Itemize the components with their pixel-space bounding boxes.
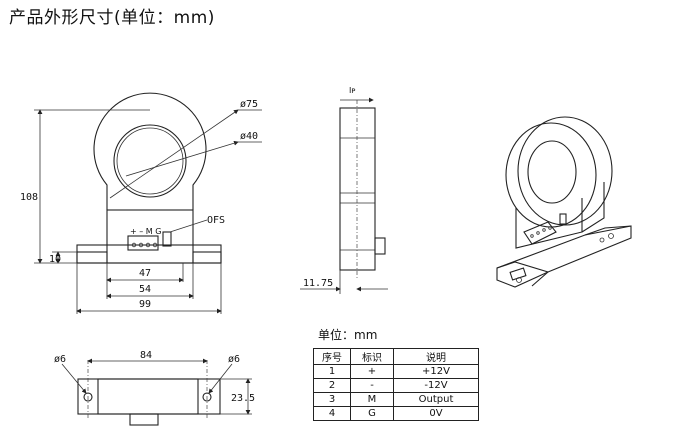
iso-ring-back (517, 116, 613, 226)
table-row: 4 G 0V (313, 406, 479, 421)
pin-table: 序号 标识 说明 1 + +12V 2 - -12V 3 M Output (313, 348, 479, 421)
iso-hole-c (599, 237, 605, 243)
bottom-base (77, 378, 221, 415)
iso-pin-1 (530, 234, 534, 238)
front-mount-right (192, 251, 222, 264)
iso-body-lower (515, 182, 605, 249)
inner-dia-leader (125, 140, 239, 177)
pin-mark: - (350, 378, 394, 393)
iso-trimmer (559, 213, 567, 225)
iso-mount-right (584, 225, 632, 236)
col-mark-header: 标识 (350, 348, 394, 365)
pin-desc: -12V (393, 378, 479, 393)
side-body (339, 107, 376, 271)
depth-label: 23.5 (231, 393, 255, 404)
col-desc-header: 说明 (393, 348, 479, 365)
pin-mark: G (350, 406, 394, 421)
hole-right-leader (208, 363, 233, 394)
front-body-outline (93, 92, 207, 210)
hole-left-leader (61, 363, 87, 394)
ofs-label: OFS (207, 215, 225, 226)
current-label: Iᴘ (349, 86, 356, 95)
front-body-lower (106, 209, 194, 264)
iso-base-plate (496, 225, 632, 288)
iso-hole-b (608, 233, 614, 239)
hole-right-label: ø6 (228, 354, 240, 365)
pin-desc: 0V (393, 406, 479, 421)
connector-pin-3 (145, 242, 151, 248)
ofs-leader (169, 219, 208, 233)
inner-aperture-edge (116, 127, 184, 195)
table-row: 1 + +12V (313, 364, 479, 379)
connector-pin-1 (131, 242, 137, 248)
pin-desc: +12V (393, 364, 479, 379)
dim-54-label: 54 (139, 284, 151, 295)
iso-pin-3 (542, 228, 546, 232)
thickness-label: 11.75 (303, 278, 333, 289)
base-height-label: 10 (49, 254, 61, 265)
pin-index: 3 (313, 392, 351, 407)
table-row: 2 - -12V (313, 378, 479, 393)
hole-left-label: ø6 (54, 354, 66, 365)
page-title: 产品外形尺寸(单位：mm) (9, 8, 215, 28)
table-row: 3 M Output (313, 392, 479, 407)
iso-pin-2 (536, 231, 540, 235)
pin-table-header: 序号 标识 说明 (313, 348, 479, 365)
isometric-view (496, 116, 632, 288)
offset-trimmer (162, 231, 172, 247)
connector-pin-2 (138, 242, 144, 248)
front-view: + – M G OFS ø75 ø40 108 10 (20, 92, 262, 314)
pin-desc: Output (393, 392, 479, 407)
inner-aperture (113, 124, 187, 198)
bottom-connector (129, 413, 159, 426)
connector-block (127, 235, 159, 251)
outer-dia-label: ø75 (240, 99, 258, 110)
iso-hole-a (516, 277, 522, 283)
side-connector (374, 237, 386, 255)
connector-label: + – M G (130, 227, 161, 236)
pin-index: 2 (313, 378, 351, 393)
unit-note: 单位：mm (318, 328, 378, 342)
connector-pin-4 (152, 242, 158, 248)
hole-spacing-label: 84 (140, 350, 152, 361)
side-view: Iᴘ 11.75 (300, 86, 388, 294)
pin-index: 4 (313, 406, 351, 421)
col-index-header: 序号 (313, 348, 351, 365)
outer-dia-leader (109, 109, 239, 199)
inner-dia-label: ø40 (240, 131, 258, 142)
front-base-plate (76, 244, 222, 264)
iso-mount-hole-left (509, 267, 527, 281)
bottom-body (97, 378, 199, 415)
iso-mount-left (496, 261, 550, 287)
dim-47-label: 47 (139, 268, 151, 279)
iso-pin-4 (548, 226, 552, 230)
pin-mark: M (350, 392, 394, 407)
iso-connector (523, 221, 557, 245)
front-mount-left (76, 251, 108, 264)
iso-aperture (527, 140, 577, 204)
height-label: 108 (20, 192, 38, 203)
pin-mark: + (350, 364, 394, 379)
pin-index: 1 (313, 364, 351, 379)
bottom-view: 84 ø6 ø6 23.5 (54, 350, 255, 426)
dim-99-label: 99 (139, 299, 151, 310)
